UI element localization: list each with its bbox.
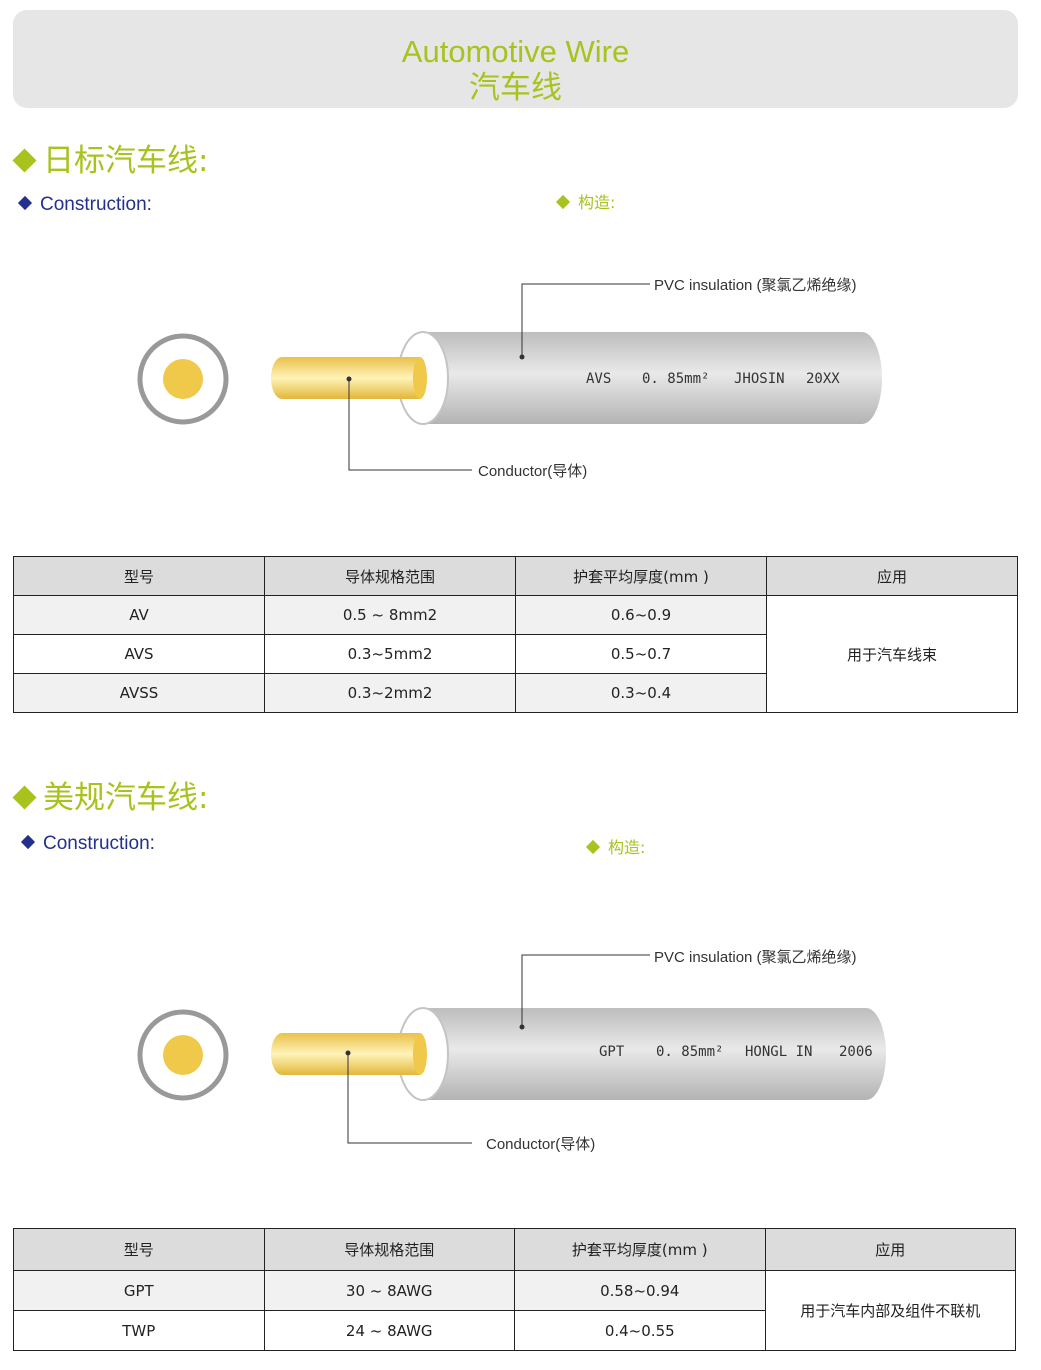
- spec-table-jis: 型号 导体规格范围 护套平均厚度(mm ) 应用 AV 0.5 ~ 8mm2 0…: [13, 556, 1018, 713]
- conductor-label: Conductor(导体): [478, 463, 587, 480]
- header-model: 型号: [13, 1228, 265, 1271]
- conductor-leader: [348, 379, 472, 471]
- table-row: AVS 0.3~5mm2 0.5~0.7: [13, 634, 1018, 674]
- conductor-body: [271, 1033, 420, 1075]
- cross-section: [137, 333, 229, 425]
- diamond-icon: [17, 196, 33, 211]
- header-jacket-thickness: 护套平均厚度(mm ): [515, 556, 767, 596]
- conductor-end: [413, 1033, 427, 1075]
- section-title-text: 日标汽车线:: [43, 143, 209, 179]
- diamond-icon: [585, 839, 601, 855]
- application-cell: 用于汽车线束: [766, 595, 1018, 713]
- insulation-leader: [521, 283, 650, 357]
- cross-section-conductor: [163, 359, 203, 399]
- banner-title-en: Automotive Wire: [401, 34, 630, 69]
- section-title-us: 美规汽车线:: [12, 780, 208, 816]
- application-cell: 用于汽车内部及组件不联机: [764, 1270, 1016, 1351]
- construction-label-en: Construction:: [19, 832, 155, 856]
- conductor-leader: [347, 1053, 472, 1144]
- insulation-label: PVC insulation (聚氯乙烯绝缘): [654, 949, 857, 966]
- header-conductor-range: 导体规格范围: [264, 556, 516, 596]
- header-conductor-range: 导体规格范围: [263, 1228, 515, 1271]
- wire-print-brand: JHOSIN: [734, 371, 785, 387]
- wire-print-year: 20XX: [806, 371, 840, 387]
- insulation-body: [398, 332, 882, 424]
- section-title-jis: 日标汽车线:: [12, 143, 208, 179]
- spec-table-us: 型号 导体规格范围 护套平均厚度(mm ) 应用 GPT 30 ~ 8AWG 0…: [13, 1228, 1016, 1351]
- wire-diagram-jis: PVC insulation (聚氯乙烯绝缘) Conductor(导体) AV…: [137, 277, 882, 480]
- diamond-icon: [12, 785, 37, 810]
- diamond-icon: [12, 148, 37, 173]
- table-row: AV 0.5 ~ 8mm2 0.6~0.9 用于汽车线束: [13, 595, 1018, 713]
- wire-diagram-us: PVC insulation (聚氯乙烯绝缘) Conductor(导体) GP…: [137, 949, 886, 1153]
- conductor-label: Conductor(导体): [486, 1136, 595, 1153]
- wire-print-type: AVS: [586, 371, 611, 387]
- wire-print-size: 0. 85mm²: [656, 1044, 723, 1060]
- header-banner: Automotive Wire 汽车线: [13, 10, 1018, 108]
- cross-section-conductor: [163, 1035, 203, 1075]
- header-application: 应用: [764, 1228, 1016, 1271]
- header-application: 应用: [766, 556, 1018, 596]
- construction-label-zh: 构造:: [584, 837, 645, 859]
- header-jacket-thickness: 护套平均厚度(mm ): [514, 1228, 766, 1271]
- wire-print-brand: HONGL IN: [745, 1044, 812, 1060]
- table-row: TWP 24 ~ 8AWG 0.4~0.55: [13, 1310, 1016, 1351]
- table-header-row: 型号 导体规格范围 护套平均厚度(mm ) 应用: [13, 1228, 1016, 1271]
- diamond-icon: [555, 194, 571, 210]
- table-row: GPT 30 ~ 8AWG 0.58~0.94 用于汽车内部及组件不联机: [13, 1270, 1016, 1351]
- table-header-row: 型号 导体规格范围 护套平均厚度(mm ) 应用: [13, 556, 1018, 596]
- conductor-body: [271, 357, 420, 399]
- construction-label-en: Construction:: [16, 193, 152, 217]
- wire-print-year: 2006: [839, 1044, 873, 1060]
- header-model: 型号: [13, 556, 265, 596]
- construction-label-zh: 构造:: [554, 192, 615, 214]
- table-row: AVSS 0.3~2mm2 0.3~0.4: [13, 673, 1018, 713]
- insulation-leader: [521, 954, 650, 1027]
- diamond-icon: [20, 835, 36, 850]
- cross-section: [137, 1009, 229, 1101]
- insulation-label: PVC insulation (聚氯乙烯绝缘): [654, 277, 857, 294]
- section-title-text: 美规汽车线:: [43, 780, 209, 816]
- banner-title-zh: 汽车线: [469, 70, 562, 106]
- wire-print-type: GPT: [599, 1044, 625, 1060]
- wire-print-size: 0. 85mm²: [642, 371, 709, 387]
- insulation-body: [398, 1008, 886, 1100]
- conductor-end: [413, 357, 427, 399]
